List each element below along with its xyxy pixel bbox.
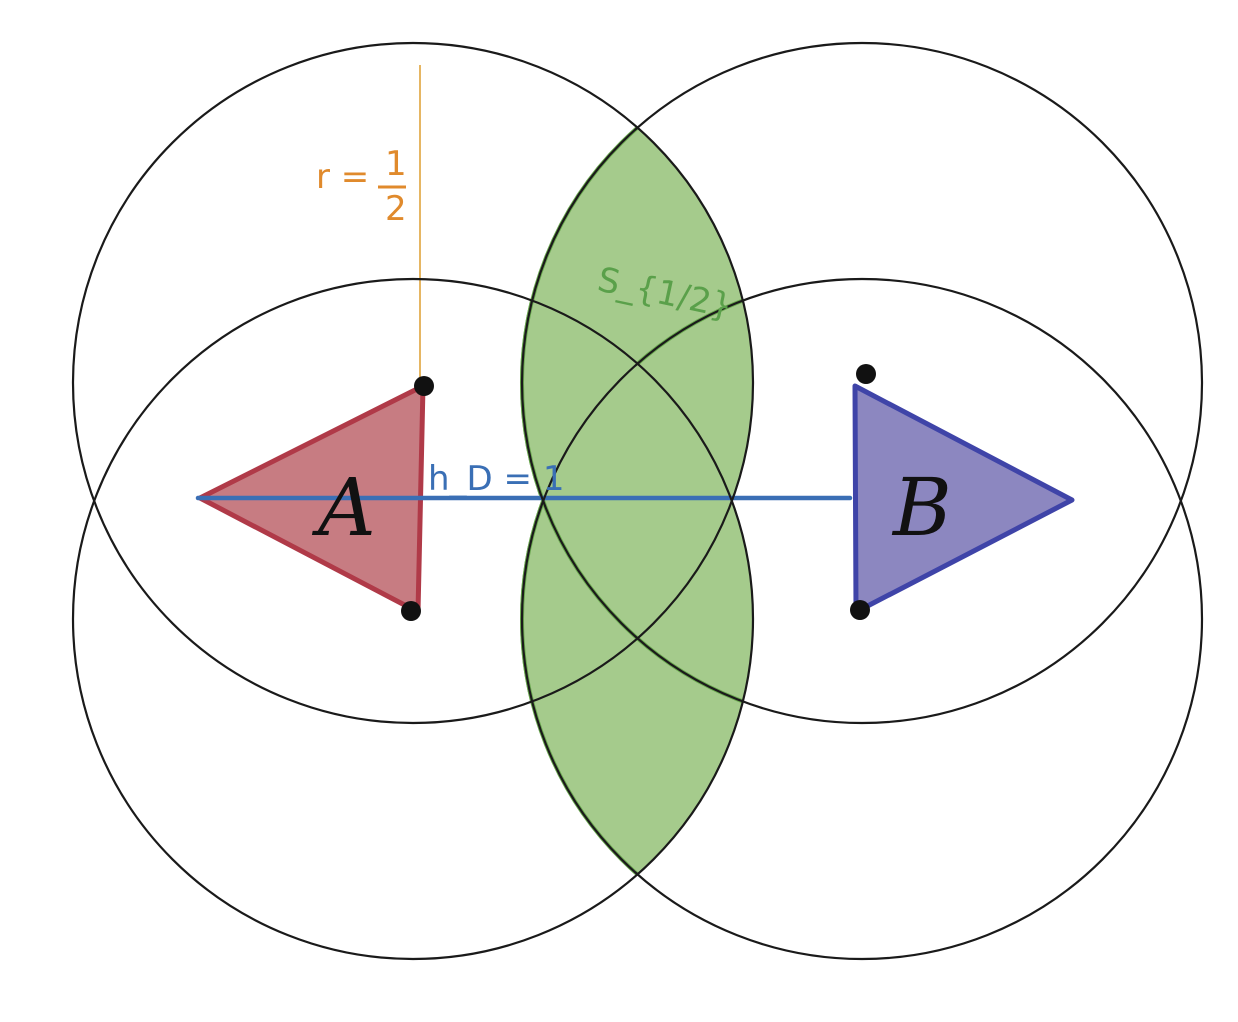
label-b: B (891, 461, 952, 554)
vertex-dot-a-top (414, 376, 434, 396)
circle-left-top (71, 41, 755, 725)
radius-label-numerator: 1 (385, 144, 407, 184)
vertex-dot-b-bottom (850, 600, 870, 620)
circle-left-bottom (71, 277, 755, 961)
circle-right-top (520, 41, 1204, 725)
triangle-b (852, 383, 1075, 615)
vertex-dot-a-bottom (401, 601, 421, 621)
radius-label-prefix: r = (316, 157, 369, 197)
circle-right-bottom (520, 277, 1204, 961)
vertex-dot-b-top (856, 364, 876, 384)
distance-label: h_D = 1 (428, 459, 564, 499)
radius-label-denominator: 2 (385, 189, 407, 229)
radius-label: r = 1 2 (316, 144, 407, 229)
label-a: A (311, 461, 376, 554)
